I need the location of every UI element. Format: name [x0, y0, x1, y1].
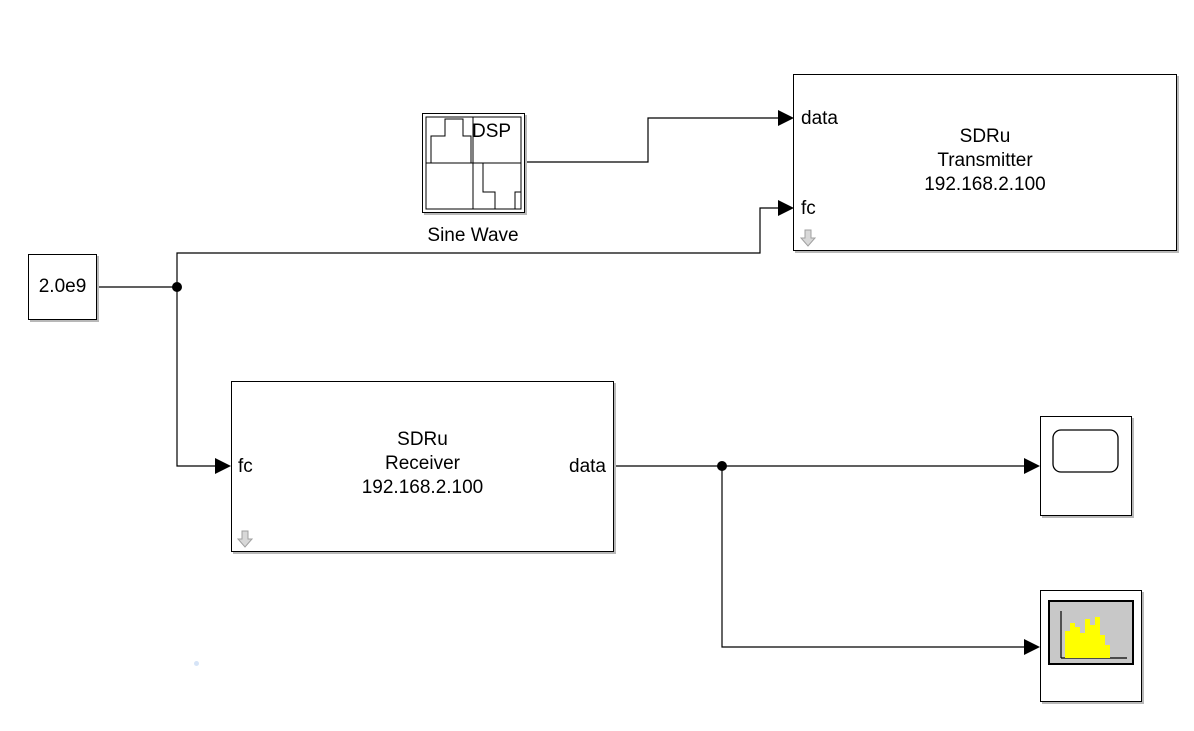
- arrow-scope: [1024, 458, 1040, 474]
- sine-wave-icon: [425, 116, 522, 210]
- arrow-rx-fc: [215, 458, 231, 474]
- spectrum-bars-icon: [1048, 600, 1134, 665]
- constant-block[interactable]: 2.0e9: [28, 254, 97, 320]
- line-sine-to-tx-data: [525, 117, 778, 163]
- tx-down-arrow-icon: [799, 229, 817, 247]
- tx-port-data-label: data: [801, 108, 838, 129]
- rx-title-line-3: 192.168.2.100: [361, 477, 484, 498]
- rx-port-fc-label: fc: [238, 456, 253, 477]
- branch-point-rx-data: [717, 461, 727, 471]
- arrow-spectrum: [1024, 639, 1040, 655]
- dsp-label: DSP: [472, 121, 512, 142]
- stray-dot: [194, 661, 199, 666]
- sdru-transmitter-block[interactable]: data fc SDRu Transmitter 192.168.2.100: [793, 74, 1177, 251]
- spectrum-analyzer-block[interactable]: [1040, 590, 1142, 702]
- tx-title-line-1: SDRu: [959, 126, 1011, 147]
- line-branch-to-spectrum: [721, 466, 1024, 648]
- rx-port-data-label: data: [569, 456, 606, 477]
- line-branch-to-rx-fc: [176, 287, 215, 467]
- rx-title: SDRu Receiver 192.168.2.100: [232, 428, 613, 500]
- tx-port-fc-label: fc: [801, 198, 816, 219]
- sine-wave-caption: Sine Wave: [427, 225, 519, 246]
- scope-screen-icon: [1052, 429, 1119, 473]
- arrow-tx-data: [778, 110, 794, 126]
- tx-title-line-2: Transmitter: [937, 150, 1033, 171]
- tx-title-line-3: 192.168.2.100: [924, 174, 1046, 195]
- constant-value: 2.0e9: [38, 276, 87, 297]
- line-branch-to-tx-fc: [176, 207, 778, 287]
- sdru-receiver-block[interactable]: fc data SDRu Receiver 192.168.2.100: [231, 381, 614, 552]
- rx-title-line-1: SDRu: [397, 429, 448, 450]
- arrow-tx-fc: [778, 200, 794, 216]
- sine-wave-block[interactable]: DSP: [422, 113, 525, 213]
- branch-point-const: [172, 282, 182, 292]
- tx-title: SDRu Transmitter 192.168.2.100: [794, 125, 1176, 197]
- rx-title-line-2: Receiver: [385, 453, 460, 474]
- scope-block[interactable]: [1040, 416, 1132, 516]
- rx-down-arrow-icon: [236, 530, 254, 548]
